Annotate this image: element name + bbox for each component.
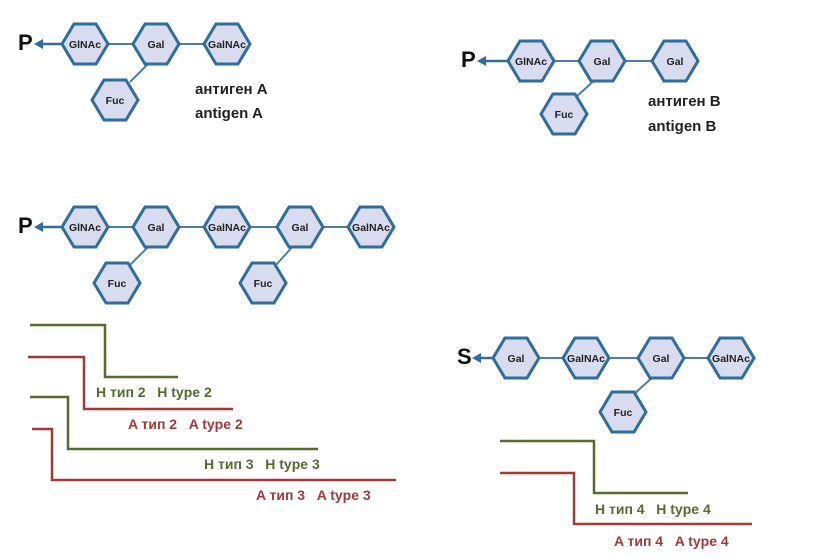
antigen-b-diagram: P GlNAc Gal Gal Fuc антиген B antigen B: [461, 39, 721, 136]
hexagon-gal: Gal: [577, 39, 627, 83]
svg-text:GlNAc: GlNAc: [69, 222, 101, 234]
svg-text:Gal: Gal: [508, 353, 525, 365]
type-2-3-brackets: H тип 2 H type 2 A тип 2 A type 2 H тип …: [28, 323, 396, 503]
terminal-s: S: [457, 344, 472, 369]
label-a-type-3: A тип 3 A type 3: [256, 487, 371, 503]
svg-text:GalNAc: GalNAc: [712, 353, 750, 365]
hexagon-galnac: GalNAc: [561, 336, 611, 380]
svg-text:Fuc: Fuc: [108, 278, 127, 290]
hexagon-gal: Gal: [131, 205, 181, 249]
terminal-p: P: [18, 30, 33, 55]
svg-text:Gal: Gal: [667, 56, 684, 68]
svg-text:GalNAc: GalNAc: [567, 353, 605, 365]
label-h-type-4: H тип 4 H type 4: [595, 501, 711, 517]
label-h-type-3: H тип 3 H type 3: [204, 456, 320, 472]
hexagon-fuc: Fuc: [598, 390, 648, 434]
svg-text:Gal: Gal: [148, 39, 165, 51]
terminal-p: P: [18, 213, 33, 238]
svg-text:GalNAc: GalNAc: [352, 222, 390, 234]
hexagon-galnac: GalNAc: [202, 205, 252, 249]
label-a-type-2: A тип 2 A type 2: [128, 416, 243, 432]
hexagon-galnac: GalNAc: [346, 205, 396, 249]
h-type-3-bracket: [30, 395, 318, 451]
svg-text:GalNAc: GalNAc: [208, 39, 246, 51]
terminal-p: P: [461, 47, 476, 72]
caption-antigen-b-ru: антиген B: [648, 93, 721, 110]
type-4-brackets: H тип 4 H type 4 A тип 4 A type 4: [500, 439, 752, 549]
hexagon-galnac: GalNAc: [202, 22, 252, 66]
hexagon-galnac: GalNAc: [706, 336, 756, 380]
svg-text:Gal: Gal: [594, 56, 611, 68]
caption-antigen-a-ru: антиген A: [195, 81, 268, 98]
svg-text:GlNAc: GlNAc: [69, 39, 101, 51]
caption-antigen-a-en: antigen A: [195, 105, 263, 122]
h-type-4-bracket: [500, 439, 688, 495]
svg-text:Gal: Gal: [292, 222, 309, 234]
svg-text:Fuc: Fuc: [106, 95, 125, 107]
h-type-2-bracket: [30, 323, 178, 379]
hexagon-glcnac: GlNAc: [60, 22, 110, 66]
hexagon-gal: Gal: [131, 22, 181, 66]
antigen-a-diagram: P GlNAc Gal GalNAc Fuc антиген A antigen…: [18, 22, 268, 122]
svg-text:Fuc: Fuc: [254, 278, 273, 290]
a-type-2-bracket: [28, 355, 233, 411]
hexagon-fuc: Fuc: [90, 78, 140, 122]
svg-text:GalNAc: GalNAc: [208, 222, 246, 234]
caption-antigen-b-en: antigen B: [648, 118, 717, 135]
hexagon-gal: Gal: [491, 336, 541, 380]
hexagon-glcnac: GlNAc: [60, 205, 110, 249]
hexagon-fuc: Fuc: [92, 261, 142, 305]
hexagon-fuc: Fuc: [238, 261, 288, 305]
hexagon-gal: Gal: [636, 336, 686, 380]
label-h-type-2: H тип 2 H type 2: [96, 384, 212, 400]
type-4-chain-diagram: S Gal GalNAc Gal GalNAc Fuc: [457, 336, 756, 434]
svg-text:Gal: Gal: [653, 353, 670, 365]
a-type-3-bracket: [32, 427, 396, 482]
svg-text:Fuc: Fuc: [614, 407, 633, 419]
hexagon-gal: Gal: [650, 39, 700, 83]
svg-text:Fuc: Fuc: [555, 109, 574, 121]
svg-text:GlNAc: GlNAc: [515, 56, 547, 68]
hexagon-gal: Gal: [275, 205, 325, 249]
hexagon-glcnac: GlNAc: [506, 39, 556, 83]
hexagon-fuc: Fuc: [539, 92, 589, 136]
label-a-type-4: A тип 4 A type 4: [614, 533, 729, 549]
a-type-4-bracket: [500, 471, 752, 526]
svg-text:Gal: Gal: [148, 222, 165, 234]
type-2-3-chain-diagram: P GlNAc Gal GalNAc Gal GalNAc: [18, 205, 396, 305]
